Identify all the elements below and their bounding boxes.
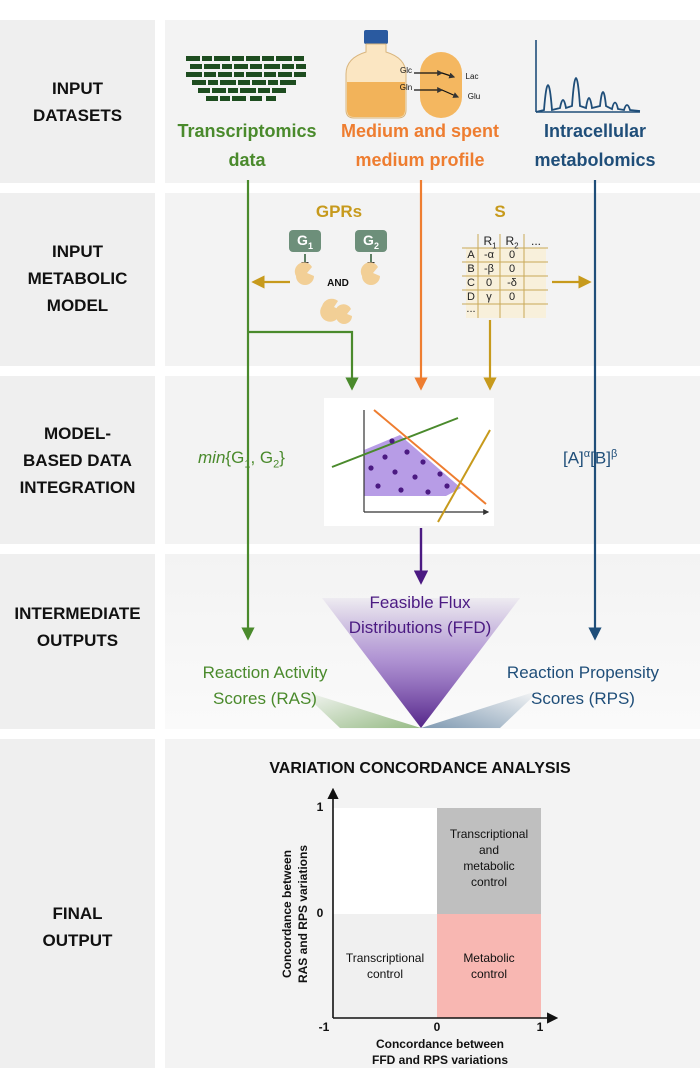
matrix-row-a: A -α 0: [467, 249, 516, 261]
chromatogram-icon: [535, 40, 641, 113]
rps-cone: [421, 690, 540, 728]
row1-label-bg: [0, 20, 155, 183]
flask-label-glu: Glu: [467, 92, 481, 101]
cell-icon: [414, 52, 462, 118]
ffd-cone: [322, 598, 520, 728]
s-title: S: [494, 202, 506, 221]
matrix-row-c: C 0 -δ: [467, 277, 517, 289]
matrix-col-1: R1: [483, 234, 497, 251]
vca-x-tick-1: 1: [536, 1020, 544, 1034]
ffd-polytope: [331, 409, 491, 523]
vca-title: VARIATION CONCORDANCE ANALYSIS: [269, 760, 571, 777]
ras-cone: [300, 690, 421, 728]
matrix-row-b: B -β 0: [467, 263, 516, 275]
mass-action-formula: [A]α[B]β: [563, 448, 618, 468]
transcriptomics-branch-to-ffd: [248, 330, 359, 391]
row3-label-bg: [0, 376, 155, 544]
flask-icon: [345, 30, 407, 119]
gprs-title: GPRs: [315, 202, 363, 221]
gene1-label: G1: [297, 232, 313, 251]
flask-label-glc: Glc: [400, 66, 412, 75]
row2-label-bg: [0, 193, 155, 366]
matrix-row-d: D γ 0: [467, 291, 516, 303]
vca-plot: [327, 787, 559, 1024]
and-label: AND: [327, 278, 349, 289]
matrix-row-more: ...: [466, 303, 476, 315]
gpr-icon: [289, 230, 387, 324]
flask-label-lac: Lac: [465, 72, 479, 81]
stoichiometric-matrix: [462, 234, 548, 318]
vca-y-tick-0: 0: [316, 906, 324, 920]
vca-y-tick-neg1: -1: [318, 1020, 330, 1034]
matrix-col-3: ...: [530, 234, 541, 248]
flask-label-gln: Gln: [399, 83, 413, 92]
gene2-label: G2: [363, 232, 379, 251]
min-formula: min{G1, G2}: [198, 448, 285, 471]
transcriptomics-icon: [186, 56, 306, 101]
vca-y-tick-1: 1: [316, 800, 324, 814]
vca-x-tick-0: 0: [433, 1020, 441, 1034]
row4-label-bg: [0, 554, 155, 729]
row5-label-bg: [0, 739, 155, 1068]
matrix-col-2: R2: [505, 234, 519, 251]
